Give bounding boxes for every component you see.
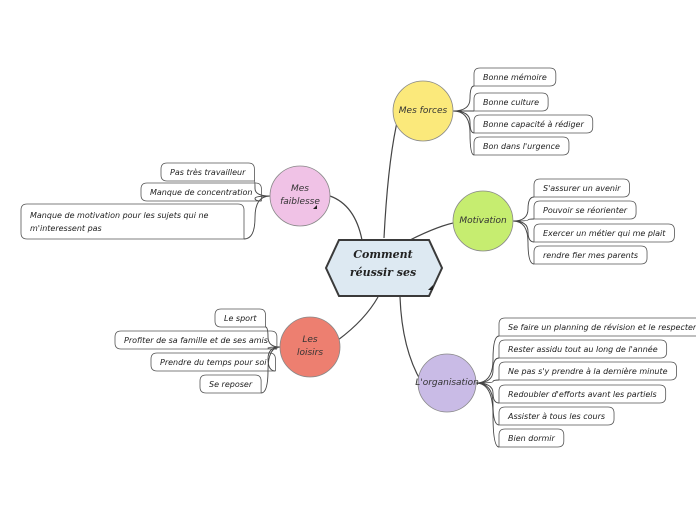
central-title-line-2: réussir ses [349, 266, 417, 279]
loisirs-item-4-outline [199, 374, 262, 394]
forces-item-3[interactable]: Bonne capacité à rédiger [483, 120, 584, 129]
topic-faiblesse-label[interactable]: Mes faiblesse [280, 184, 320, 207]
central-title-line-1: Comment [353, 248, 413, 261]
central-topic-shape[interactable] [324, 239, 444, 297]
topic-organisation-label[interactable]: L'organisation [415, 377, 479, 388]
organisation-item-3-connector [475, 379, 500, 384]
forces-item-4-outline [473, 136, 570, 156]
organisation-item-4-outline [498, 384, 667, 404]
loisirs-item-3-outline [150, 352, 276, 372]
faiblesse-item-1-connector [253, 180, 271, 197]
organisation-item-2-outline [498, 339, 668, 359]
motivation-item-1-outline [533, 178, 630, 198]
organisation-item-5[interactable]: Assister à tous les cours [508, 412, 606, 421]
organisation-item-6-outline [498, 428, 565, 448]
motivation-item-2-outline [533, 200, 637, 220]
forces-item-3-connector [452, 110, 475, 134]
organisation-item-6[interactable]: Bien dormir [508, 434, 555, 443]
motivation-item-1[interactable]: S'assurer un avenir [543, 184, 621, 193]
forces-item-4-connector [452, 110, 475, 156]
topic-faiblesse-collapse-icon[interactable] [313, 205, 317, 209]
forces-item-4[interactable]: Bon dans l'urgence [483, 142, 560, 151]
organisation-item-3-outline [498, 361, 677, 381]
loisirs-item-4[interactable]: Se reposer [209, 380, 253, 389]
loisirs-item-4-connector [261, 346, 281, 394]
organisation-item-6-connector [475, 382, 500, 448]
organisation-item-5-connector [475, 382, 500, 426]
organisation-item-4[interactable]: Redoubler d'efforts avant les partiels [508, 390, 657, 399]
forces-item-1-outline [473, 67, 557, 87]
organisation-item-2-connector [475, 357, 500, 384]
organisation-item-2[interactable]: Rester assidu tout au long de l'année [508, 345, 658, 354]
motivation-item-3-connector [512, 220, 535, 243]
faiblesse-item-1-outline [160, 162, 255, 182]
organisation-item-5-outline [498, 406, 615, 426]
motivation-item-4[interactable]: rendre fier mes parents [543, 251, 639, 260]
organisation-item-1[interactable]: Se faire un planning de révision et le r… [508, 323, 696, 332]
forces-item-1-connector [452, 85, 475, 112]
organisation-item-4-connector [475, 382, 500, 404]
motivation-item-2[interactable]: Pouvoir se réorienter [543, 206, 628, 215]
motivation-item-3-outline [533, 223, 675, 243]
forces-item-3-outline [473, 114, 594, 134]
organisation-item-1-connector [475, 335, 500, 384]
topic-motivation-shape[interactable] [452, 190, 514, 252]
faiblesse-item-1[interactable]: Pas très travailleur [170, 168, 246, 177]
loisirs-item-1[interactable]: Le sport [224, 314, 257, 323]
forces-item-1[interactable]: Bonne mémoire [483, 73, 547, 82]
topic-mes-forces-label[interactable]: Mes forces [398, 105, 448, 116]
collapse-indicator-icon[interactable] [428, 285, 433, 290]
loisirs-item-3[interactable]: Prendre du temps pour soi [160, 358, 267, 367]
topic-loisirs-label[interactable]: Les loisirs [296, 335, 324, 358]
faiblesse-item-3-outline [20, 203, 245, 240]
loisirs-item-3-connector [267, 346, 281, 372]
faiblesse-item-3[interactable]: Manque de motivation pour les sujets qui… [30, 211, 209, 233]
motivation-item-2-connector [512, 218, 535, 222]
motivation-item-4-connector [512, 220, 535, 265]
topic-loisirs-shape[interactable] [279, 316, 341, 378]
faiblesse-item-2-outline [140, 182, 262, 202]
organisation-item-3[interactable]: Ne pas s'y prendre à la dernière minute [508, 367, 668, 376]
topic-organisation-shape[interactable] [417, 353, 477, 413]
central-topic-title[interactable]: Comment réussir ses [335, 246, 431, 282]
loisirs-item-2-outline [114, 330, 278, 350]
faiblesse-item-2-connector [254, 195, 271, 202]
faiblesse-item-2[interactable]: Manque de concentration [150, 188, 253, 197]
loisirs-item-1-outline [214, 308, 266, 328]
faiblesse-item-3-connector [243, 195, 271, 240]
topic-mes-forces-shape[interactable] [392, 80, 454, 142]
topic-motivation-label[interactable]: Motivation [459, 215, 507, 226]
motivation-item-4-outline [533, 245, 648, 265]
organisation-item-1-outline [498, 317, 696, 337]
loisirs-item-2[interactable]: Profiter de sa famille et de ses amis [124, 336, 268, 345]
topic-faiblesse-shape[interactable] [269, 165, 331, 227]
forces-item-2[interactable]: Bonne culture [483, 98, 540, 107]
loisirs-item-1-connector [265, 326, 281, 348]
motivation-item-1-connector [512, 196, 535, 222]
motivation-item-3[interactable]: Exercer un métier qui me plait [543, 229, 666, 238]
forces-item-2-outline [473, 92, 549, 112]
